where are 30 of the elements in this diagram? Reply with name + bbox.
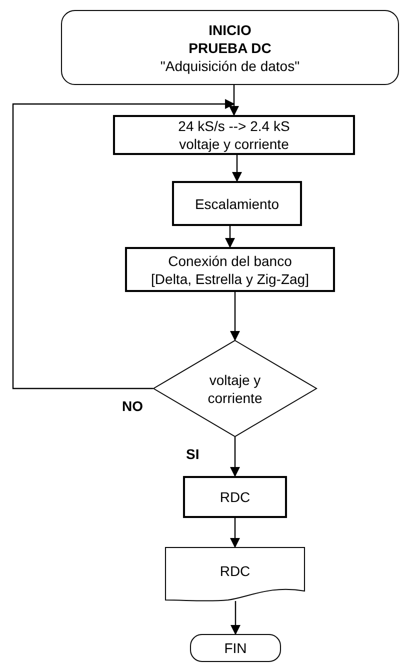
node-text: 24 kS/s --> 2.4 kS [178, 117, 290, 135]
process-box [113, 115, 355, 155]
node-text: [Delta, Estrella y Zig-Zag] [151, 270, 309, 288]
process-box [172, 181, 302, 226]
arrow [232, 155, 242, 182]
arrow [230, 518, 240, 548]
node-text: Escalamiento [194, 194, 280, 212]
arrow [230, 437, 240, 477]
node-text: RDC [220, 562, 250, 580]
document-shape [165, 547, 305, 601]
arrow [229, 85, 239, 116]
process-box [183, 476, 287, 518]
arrow [230, 601, 240, 635]
node-text: voltaje y corriente [179, 135, 289, 153]
edge-label: NO [122, 398, 143, 414]
node-text: "Adquisición de datos" [160, 56, 300, 74]
arrow [12, 99, 235, 390]
arrow [230, 292, 240, 341]
decision-diamond [153, 340, 317, 437]
edge-label: SI [186, 446, 200, 462]
end-terminal [190, 634, 281, 662]
node-text: voltaje y corriente [206, 370, 264, 406]
node-text: Conexión del banco [168, 252, 292, 270]
arrow [225, 226, 235, 248]
node-text: RDC [220, 488, 250, 506]
process-box [125, 247, 335, 292]
node-text: FIN [224, 639, 247, 657]
node-text: INICIO [208, 20, 252, 38]
start-terminal [61, 10, 399, 85]
node-text: PRUEBA DC [188, 38, 272, 56]
